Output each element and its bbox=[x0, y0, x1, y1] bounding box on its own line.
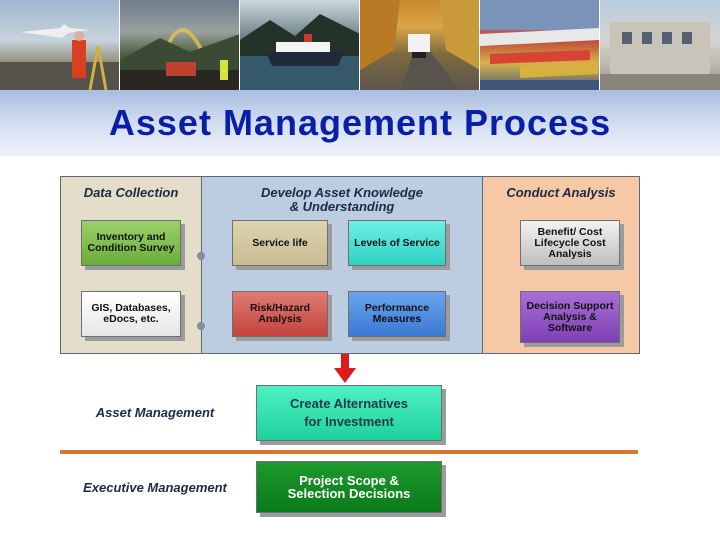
service-life-box: Service life bbox=[232, 220, 328, 266]
management-divider bbox=[60, 450, 638, 454]
section-connector bbox=[197, 322, 205, 330]
truck-highway-photo bbox=[360, 0, 480, 90]
page-title: Asset Management Process bbox=[108, 102, 612, 143]
asset-management-label: Asset Management bbox=[95, 405, 215, 420]
section-connector bbox=[197, 252, 205, 260]
floatplanes-photo bbox=[480, 0, 600, 90]
road-crew-rainbow-photo bbox=[120, 0, 240, 90]
asset-knowledge-heading-line1: Develop Asset Knowledge bbox=[260, 185, 424, 200]
data-collection-heading: Data Collection bbox=[83, 185, 179, 200]
conduct-analysis-heading: Conduct Analysis bbox=[506, 185, 616, 200]
project-scope-line2: Selection Decisions bbox=[287, 486, 411, 501]
photo-banner bbox=[0, 0, 720, 90]
project-scope-line1: Project Scope & bbox=[299, 473, 399, 488]
down-arrow-icon bbox=[334, 354, 356, 383]
ferry-photo bbox=[240, 0, 360, 90]
data-collection-section: Data Collection Inventory and Condition … bbox=[60, 176, 202, 354]
asset-knowledge-section: Develop Asset Knowledge & Understanding … bbox=[201, 176, 483, 354]
gis-databases-box: GIS, Databases, eDocs, etc. bbox=[81, 291, 181, 337]
conduct-analysis-section: Conduct Analysis Benefit/ Cost Lifecycle… bbox=[482, 176, 640, 354]
create-alternatives-box: Create Alternatives for Investment bbox=[256, 385, 442, 441]
airport-survey-photo bbox=[0, 0, 120, 90]
inventory-condition-survey-box: Inventory and Condition Survey bbox=[81, 220, 181, 266]
create-alternatives-line2: for Investment bbox=[304, 414, 394, 429]
project-scope-box: Project Scope & Selection Decisions bbox=[256, 461, 442, 513]
building-photo bbox=[600, 0, 720, 90]
create-alternatives-line1: Create Alternatives bbox=[289, 396, 408, 411]
asset-knowledge-heading-line2: & Understanding bbox=[289, 199, 395, 214]
risk-hazard-analysis-box: Risk/Hazard Analysis bbox=[232, 291, 328, 337]
executive-management-label: Executive Management bbox=[83, 480, 227, 495]
performance-measures-box: Performance Measures bbox=[348, 291, 446, 337]
title-band bbox=[0, 90, 720, 156]
decision-support-box: Decision Support Analysis & Software bbox=[520, 291, 620, 343]
benefit-cost-lifecycle-box: Benefit/ Cost Lifecycle Cost Analysis bbox=[520, 220, 620, 266]
levels-of-service-box: Levels of Service bbox=[348, 220, 446, 266]
